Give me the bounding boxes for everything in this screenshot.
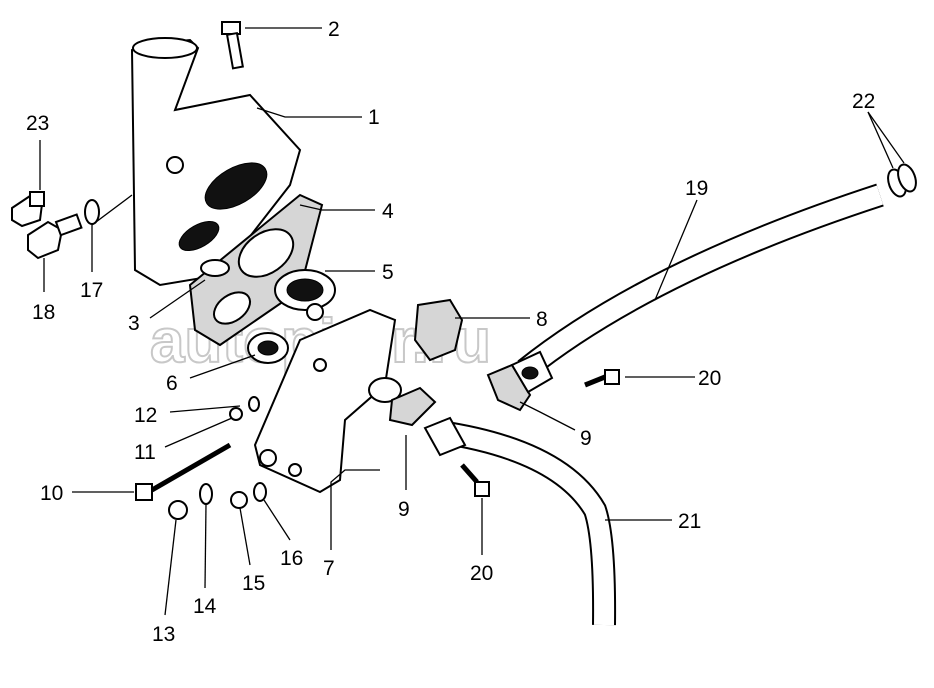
callout-8: 8 [536,308,548,331]
callout-15: 15 [242,572,265,595]
part-18-plug [27,213,83,260]
part-14-washer [199,483,213,505]
part-8-gasket [413,298,464,362]
part-1-housing [130,37,302,287]
callout-20-lower: 20 [470,562,493,585]
callout-10: 10 [40,482,63,505]
part-23-plug [11,191,45,228]
callout-7: 7 [323,557,335,580]
callout-17: 17 [80,279,103,302]
part-10-bolt [135,442,232,501]
callout-23: 23 [26,112,49,135]
callout-9-right: 9 [580,427,592,450]
part-17-washer [84,199,100,225]
part-9-gasket-lower [388,386,437,427]
callout-14: 14 [193,595,217,618]
leader-lines [39,27,905,616]
part-13-plug [168,500,188,520]
part-21-pipe [423,416,617,626]
part-6-thermostat [247,332,289,364]
callout-18: 18 [32,301,55,324]
part-20-bolt-upper [584,369,620,388]
part-5-thermostat [274,269,336,321]
callout-5: 5 [382,261,394,284]
part-22-clamps [887,163,917,198]
callout-12: 12 [134,404,157,427]
callout-11: 11 [134,441,156,464]
callout-4: 4 [382,200,394,223]
part-12-washer [248,396,260,412]
part-2-bolt [221,21,244,70]
part-11-plug [229,407,243,421]
callout-3: 3 [128,312,140,335]
callout-6: 6 [166,372,178,395]
part-15-plug [230,491,248,509]
callout-19: 19 [685,177,708,200]
callout-21: 21 [678,510,701,533]
part-19-pipe [510,183,884,394]
callout-2: 2 [328,18,340,41]
part-16-washer [253,482,267,502]
callout-22: 22 [852,90,875,113]
callout-16: 16 [280,547,303,570]
callout-13: 13 [152,623,175,646]
part-7-body [253,308,397,494]
part-3-seal [200,259,230,277]
callout-1: 1 [368,106,380,129]
part-9-gasket-upper [486,363,532,412]
callout-9-lower: 9 [398,498,410,521]
callout-20-upper: 20 [698,367,721,390]
part-20-bolt-lower [460,463,490,497]
